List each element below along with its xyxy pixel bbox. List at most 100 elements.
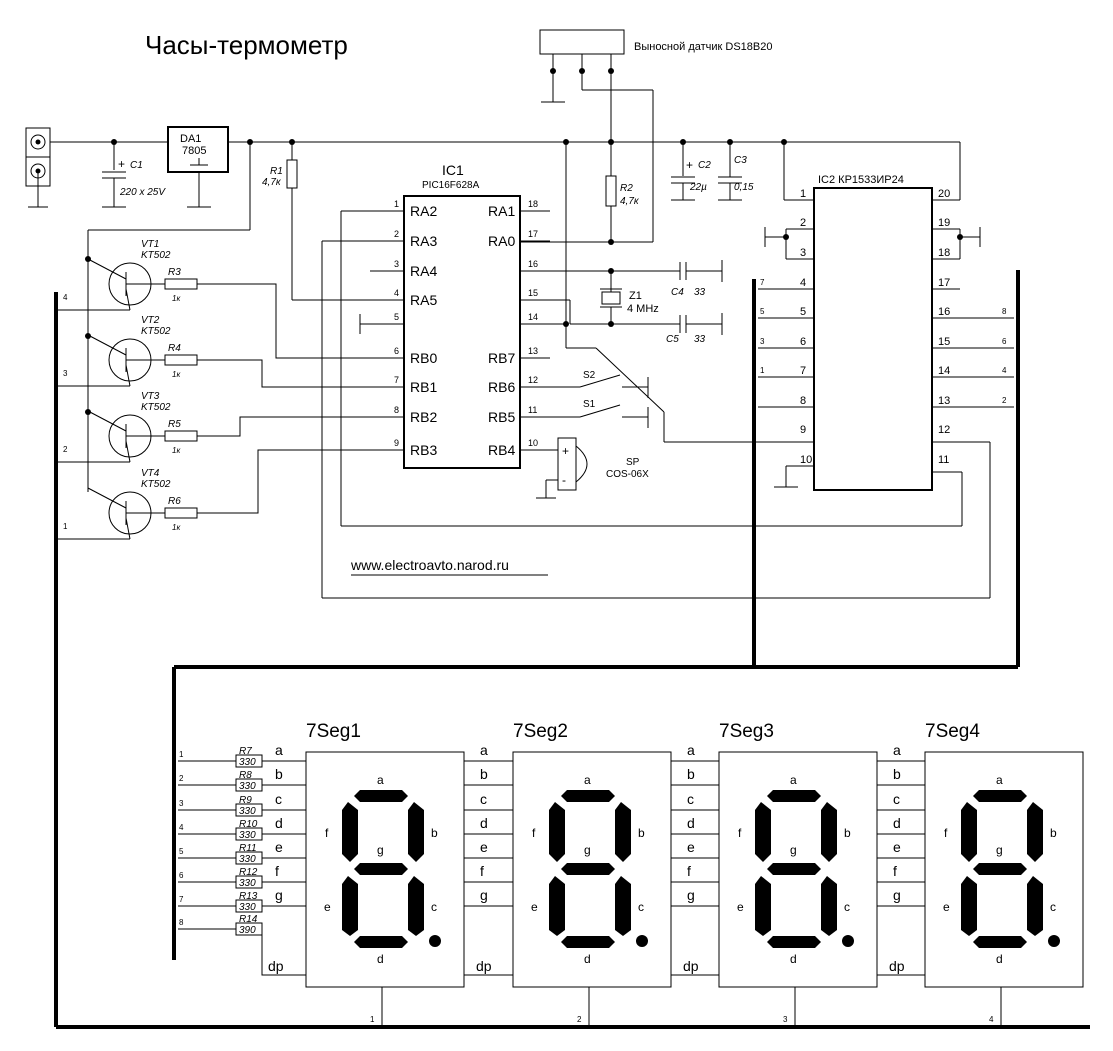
segment-label: d [584, 952, 591, 966]
svg-text:C4: C4 [671, 287, 684, 298]
decimal-point [636, 935, 648, 947]
ic2-bus-index: 6 [1002, 337, 1007, 346]
resistor-value: 330 [239, 878, 256, 889]
resistor-ref: R9 [239, 795, 252, 806]
r2-value: 4,7к [620, 196, 640, 207]
svg-text:C5: C5 [666, 334, 679, 345]
ic1-pin-number: 18 [528, 199, 538, 209]
segment-input-label: f [275, 863, 279, 879]
ic2-bus-index: 7 [760, 278, 765, 287]
ic1-ref: IC1 [442, 162, 464, 178]
transistor-type: KT502 [141, 402, 171, 413]
decimal-point [842, 935, 854, 947]
bus-index: 1 [179, 750, 184, 759]
svg-text:-: - [562, 473, 566, 487]
transistor-ref: VT4 [141, 468, 160, 479]
segment-input-label: a [480, 742, 488, 758]
segment-label: b [844, 826, 851, 840]
bus-index: 3 [179, 799, 184, 808]
segment-input-label: g [687, 887, 695, 903]
ic2-pin-number: 16 [938, 306, 950, 318]
segment-e [961, 876, 977, 936]
ic2-pin-number: 10 [800, 454, 812, 466]
svg-text:C3: C3 [734, 155, 747, 166]
segment-f [342, 802, 358, 862]
ic2-pin-number: 6 [800, 336, 806, 348]
segment-d [354, 936, 408, 948]
s1-label: S1 [583, 399, 596, 410]
resistor-value: 1к [172, 523, 181, 532]
segment-input-label: a [893, 742, 901, 758]
segment-input-label: d [480, 815, 488, 831]
segment-label: g [790, 843, 797, 857]
resistor-ref: R3 [168, 267, 181, 278]
resistor-ref: R14 [239, 914, 258, 925]
svg-text:COS-06X: COS-06X [606, 469, 649, 480]
display-name: 7Seg2 [513, 721, 568, 742]
segment-input-label: g [275, 887, 283, 903]
segment-b [821, 802, 837, 862]
svg-text:7805: 7805 [182, 145, 206, 157]
segment-input-label: a [275, 742, 283, 758]
bus-index: 3 [63, 369, 68, 378]
segment-label: e [531, 900, 538, 914]
svg-text:33: 33 [694, 287, 706, 298]
segment-label: a [996, 773, 1003, 787]
ic1-pin-number: 3 [394, 259, 399, 269]
segment-input-label: b [275, 766, 283, 782]
ic1-pin-number: 4 [394, 288, 399, 298]
segment-label: d [377, 952, 384, 966]
segment-input-label: b [480, 766, 488, 782]
c1-ref: C1 [130, 160, 143, 171]
resistor-value: 1к [172, 370, 181, 379]
bus-index: 4 [63, 293, 68, 302]
sensor-label: Выносной датчик DS18B20 [634, 41, 773, 53]
transistor-type: KT502 [141, 479, 171, 490]
resistor-ref: R13 [239, 891, 258, 902]
segment-c [408, 876, 424, 936]
transistor-type: KT502 [141, 250, 171, 261]
svg-text:+: + [562, 444, 569, 458]
segment-label: e [943, 900, 950, 914]
segment-label: a [377, 773, 384, 787]
segment-a [767, 790, 821, 802]
segment-label: e [324, 900, 331, 914]
segment-b [615, 802, 631, 862]
dp-input-label: dp [683, 958, 699, 974]
segment-label: c [844, 900, 850, 914]
ic2-bus-index: 4 [1002, 366, 1007, 375]
dp-input-label: dp [476, 958, 492, 974]
r2-ref: R2 [620, 183, 633, 194]
ic1-pin-name: RA4 [410, 263, 437, 279]
ic1-pin-name: RB6 [488, 379, 515, 395]
segment-label: a [790, 773, 797, 787]
ic2-pin-number: 17 [938, 277, 950, 289]
display-name: 7Seg3 [719, 721, 774, 742]
website-link[interactable]: www.electroavto.narod.ru [350, 557, 509, 573]
display-name: 7Seg4 [925, 721, 980, 742]
ic1-pin-name: RB1 [410, 379, 437, 395]
resistor-ref: R12 [239, 867, 258, 878]
ic1-pin-number: 15 [528, 288, 538, 298]
ic2-pin-number: 1 [800, 188, 806, 200]
segment-label: d [790, 952, 797, 966]
ic2-pin-number: 19 [938, 217, 950, 229]
svg-text:+: + [118, 157, 125, 171]
ic2-pin-number: 4 [800, 277, 806, 289]
segment-label: g [377, 843, 384, 857]
r1-value: 4,7к [262, 177, 282, 188]
resistor-ref: R5 [168, 419, 181, 430]
ic2-pin-number: 7 [800, 365, 806, 377]
segment-d [561, 936, 615, 948]
display-name: 7Seg1 [306, 721, 361, 742]
segment-label: d [996, 952, 1003, 966]
resistor-ref: R8 [239, 770, 252, 781]
ic1-pin-name: RA2 [410, 203, 437, 219]
power-section: + C1 220 x 25V DA1 7805 R1 4,7к [25, 126, 961, 492]
